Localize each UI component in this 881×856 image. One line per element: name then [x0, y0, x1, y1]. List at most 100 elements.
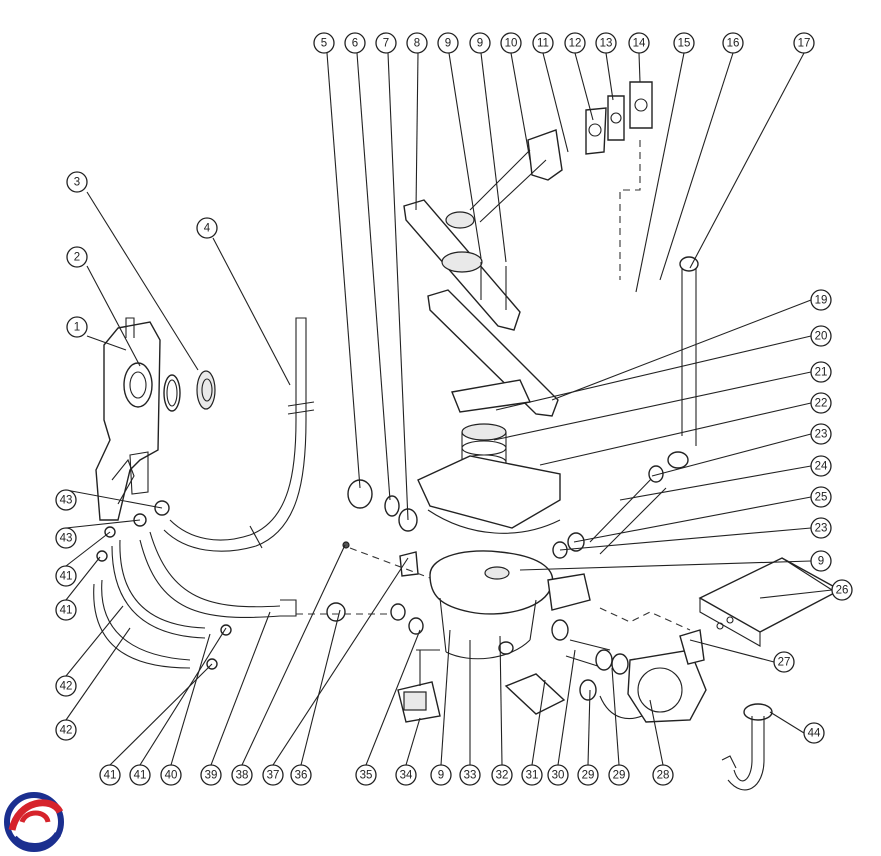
bracket-assembly: [95, 317, 216, 521]
leader-line: [65, 489, 163, 509]
callout-circle: [160, 764, 182, 786]
part-callout-9: 9: [430, 764, 452, 786]
callout-number: 37: [267, 770, 280, 782]
leader-line: [212, 237, 291, 386]
callout-number: 43: [60, 495, 73, 507]
callout-circle: [55, 599, 77, 621]
callout-circle: [406, 32, 428, 54]
leader-line: [65, 519, 141, 529]
leader-line: [574, 52, 594, 121]
brand-logo: [4, 792, 64, 852]
leader-line: [440, 629, 451, 766]
callout-number: 42: [60, 725, 73, 737]
leader-line: [139, 627, 227, 766]
callout-number: 38: [236, 770, 249, 782]
callout-number: 1: [74, 322, 80, 334]
part-callout-38: 38: [231, 764, 253, 786]
leader-line: [557, 649, 576, 766]
part-callout-1: 1: [66, 316, 88, 338]
part-callout-25: 25: [810, 486, 832, 508]
leader-line: [605, 52, 614, 101]
callout-circle: [129, 764, 151, 786]
part-callout-36: 36: [290, 764, 312, 786]
leader-line: [300, 609, 341, 766]
callout-circle: [200, 764, 222, 786]
part-callout-19: 19: [810, 289, 832, 311]
part-callout-21: 21: [810, 361, 832, 383]
leader-line: [65, 556, 101, 601]
part-callout-27: 27: [773, 651, 795, 673]
callout-circle: [577, 764, 599, 786]
leader-line: [65, 605, 124, 677]
callout-number: 41: [104, 770, 117, 782]
callout-number: 26: [836, 585, 849, 597]
leader-line: [210, 611, 271, 766]
callout-number: 29: [582, 770, 595, 782]
callout-number: 19: [815, 295, 828, 307]
leader-line: [689, 639, 775, 663]
callout-number: 27: [778, 657, 791, 669]
part-callout-9: 9: [437, 32, 459, 54]
callout-number: 9: [477, 38, 483, 50]
callout-number: 2: [74, 252, 80, 264]
spray-arms: [403, 199, 559, 417]
leader-line: [272, 557, 409, 766]
control-module: [599, 557, 842, 647]
leader-line: [781, 557, 833, 591]
leader-line: [86, 265, 141, 367]
callout-circle: [810, 550, 832, 572]
callout-circle: [500, 32, 522, 54]
part-callout-28: 28: [652, 764, 674, 786]
leader-line: [356, 52, 391, 501]
callout-circle: [810, 517, 832, 539]
leader-line: [542, 52, 569, 153]
callout-circle: [810, 361, 832, 383]
leader-line: [415, 52, 419, 211]
callout-number: 44: [808, 728, 821, 740]
callout-circle: [55, 675, 77, 697]
part-callout-42: 42: [55, 719, 77, 741]
callout-circle: [810, 423, 832, 445]
leader-line: [65, 531, 111, 567]
part-callout-22: 22: [810, 392, 832, 414]
callout-number: 17: [798, 38, 811, 50]
callout-number: 5: [321, 38, 327, 50]
leader-line: [659, 52, 734, 281]
part-callout-5: 5: [313, 32, 335, 54]
sump-housing: [429, 550, 591, 660]
callout-number: 33: [464, 770, 477, 782]
callout-number: 39: [205, 770, 218, 782]
part-callout-2: 2: [66, 246, 88, 268]
callout-circle: [55, 565, 77, 587]
callout-number: 28: [657, 770, 670, 782]
part-callout-8: 8: [406, 32, 428, 54]
leader-line: [405, 717, 421, 766]
callout-number: 16: [727, 38, 740, 50]
part-callout-16: 16: [722, 32, 744, 54]
callout-number: 34: [400, 770, 413, 782]
leader-line: [769, 711, 805, 734]
callout-circle: [437, 32, 459, 54]
part-callout-11: 11: [532, 32, 554, 54]
part-callout-41: 41: [129, 764, 151, 786]
part-callout-4: 4: [196, 217, 218, 239]
callout-circle: [652, 764, 674, 786]
callout-number: 32: [496, 770, 509, 782]
part-callout-43: 43: [55, 489, 77, 511]
part-callout-13: 13: [595, 32, 617, 54]
leader-line: [170, 633, 211, 766]
drain-pump: [551, 619, 707, 723]
callout-circle: [810, 392, 832, 414]
part-callout-9: 9: [469, 32, 491, 54]
callout-number: 12: [569, 38, 582, 50]
part-callout-15: 15: [673, 32, 695, 54]
callout-circle: [810, 325, 832, 347]
part-callout-31: 31: [521, 764, 543, 786]
part-callout-41: 41: [99, 764, 121, 786]
callout-circle: [66, 316, 88, 338]
leader-line: [649, 699, 664, 766]
callout-circle: [313, 32, 335, 54]
callout-circle: [773, 651, 795, 673]
part-callout-39: 39: [200, 764, 222, 786]
